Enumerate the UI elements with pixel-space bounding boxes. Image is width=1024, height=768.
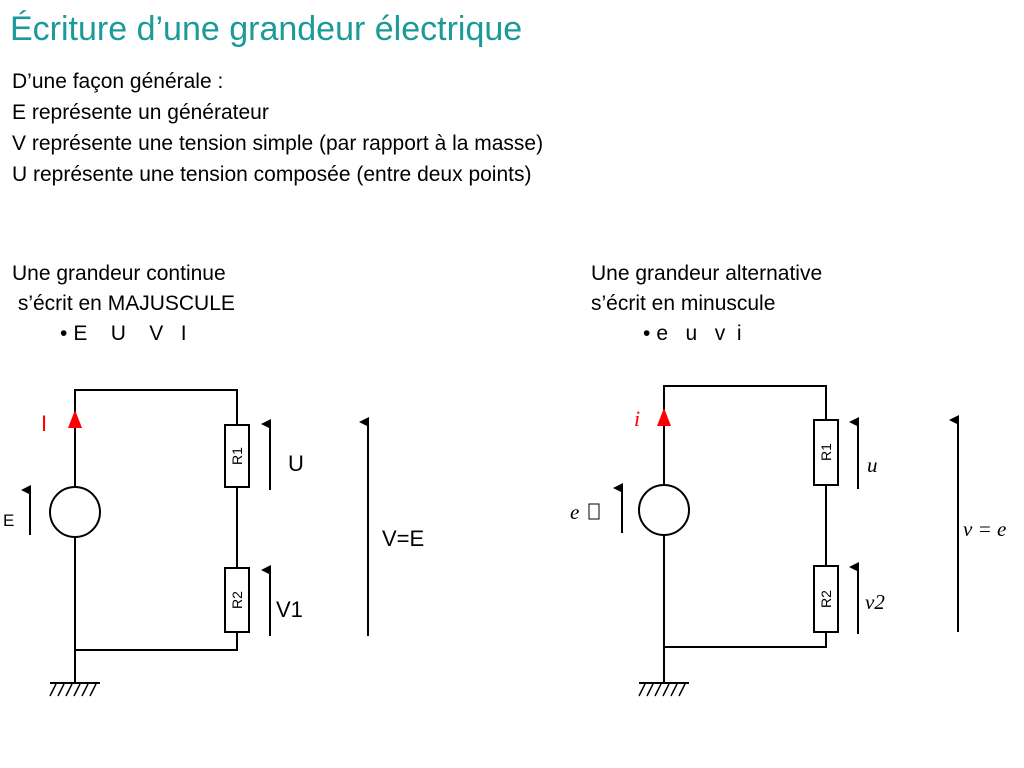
dc-r1-label: R1 xyxy=(229,447,245,465)
bullet-dot: • xyxy=(60,322,68,345)
dc-generator-symbol xyxy=(49,486,101,538)
intro-line-2: E représente un générateur xyxy=(12,101,269,124)
ac-generator-symbol xyxy=(638,484,690,536)
ac-current-arrow-icon xyxy=(657,408,671,426)
ac-v-label: v = e xyxy=(963,517,1006,541)
ac-wire-bottom xyxy=(664,632,827,648)
ac-circuit xyxy=(638,385,839,697)
alternating-bullet: •e u v i xyxy=(591,319,822,349)
ac-u-label: u xyxy=(867,453,878,477)
ac-resistor-r1 xyxy=(813,419,839,486)
slide-title: Écriture d’une grandeur électrique xyxy=(10,10,523,48)
continuous-heading: Une grandeur continue xyxy=(12,262,226,285)
ac-generator-glyph-box-icon xyxy=(588,503,600,520)
ac-resistor-r2 xyxy=(813,565,839,633)
intro-line-3: V représente une tension simple (par rap… xyxy=(12,132,544,155)
dc-v1-label: V1 xyxy=(276,597,303,622)
bullet-dot: • xyxy=(643,322,651,345)
dc-r2-label: R2 xyxy=(229,591,245,609)
dc-generator-label: E xyxy=(3,511,14,530)
alternating-section: Une grandeur alternative s’écrit en minu… xyxy=(591,259,822,349)
ac-r1-label: R1 xyxy=(818,443,834,461)
intro-text: D’une façon générale : E représente un g… xyxy=(12,66,543,190)
ac-current-label: i xyxy=(634,406,640,431)
dc-circuit xyxy=(49,389,250,697)
intro-line-4: U représente une tension composée (entre… xyxy=(12,163,532,186)
continuous-symbols: E U V I xyxy=(73,322,187,345)
intro-line-1: D’une façon générale : xyxy=(12,70,224,93)
alternating-subheading: s’écrit en minuscule xyxy=(591,292,776,315)
ac-wire-top xyxy=(663,385,827,440)
continuous-bullet: •E U V I xyxy=(12,319,235,349)
dc-current-label: I xyxy=(41,411,47,436)
dc-current-arrow-icon xyxy=(68,410,82,428)
dc-resistor-r2 xyxy=(224,567,250,633)
ac-ground-hatch xyxy=(638,683,686,697)
dc-u-label: U xyxy=(288,451,304,476)
ac-generator-label: e xyxy=(570,500,579,524)
alternating-heading: Une grandeur alternative xyxy=(591,262,823,285)
ac-v2-label: v2 xyxy=(865,590,885,614)
dc-ground-hatch xyxy=(49,683,97,697)
dc-wire-top xyxy=(74,389,238,440)
dc-wire-bottom xyxy=(75,632,238,651)
continuous-section: Une grandeur continue s’écrit en MAJUSCU… xyxy=(12,259,235,349)
dc-v-label: V=E xyxy=(382,526,424,551)
dc-resistor-r1 xyxy=(224,424,250,488)
alternating-symbols: e u v i xyxy=(656,322,742,345)
ac-r2-label: R2 xyxy=(818,590,834,608)
continuous-subheading: s’écrit en MAJUSCULE xyxy=(12,292,235,315)
